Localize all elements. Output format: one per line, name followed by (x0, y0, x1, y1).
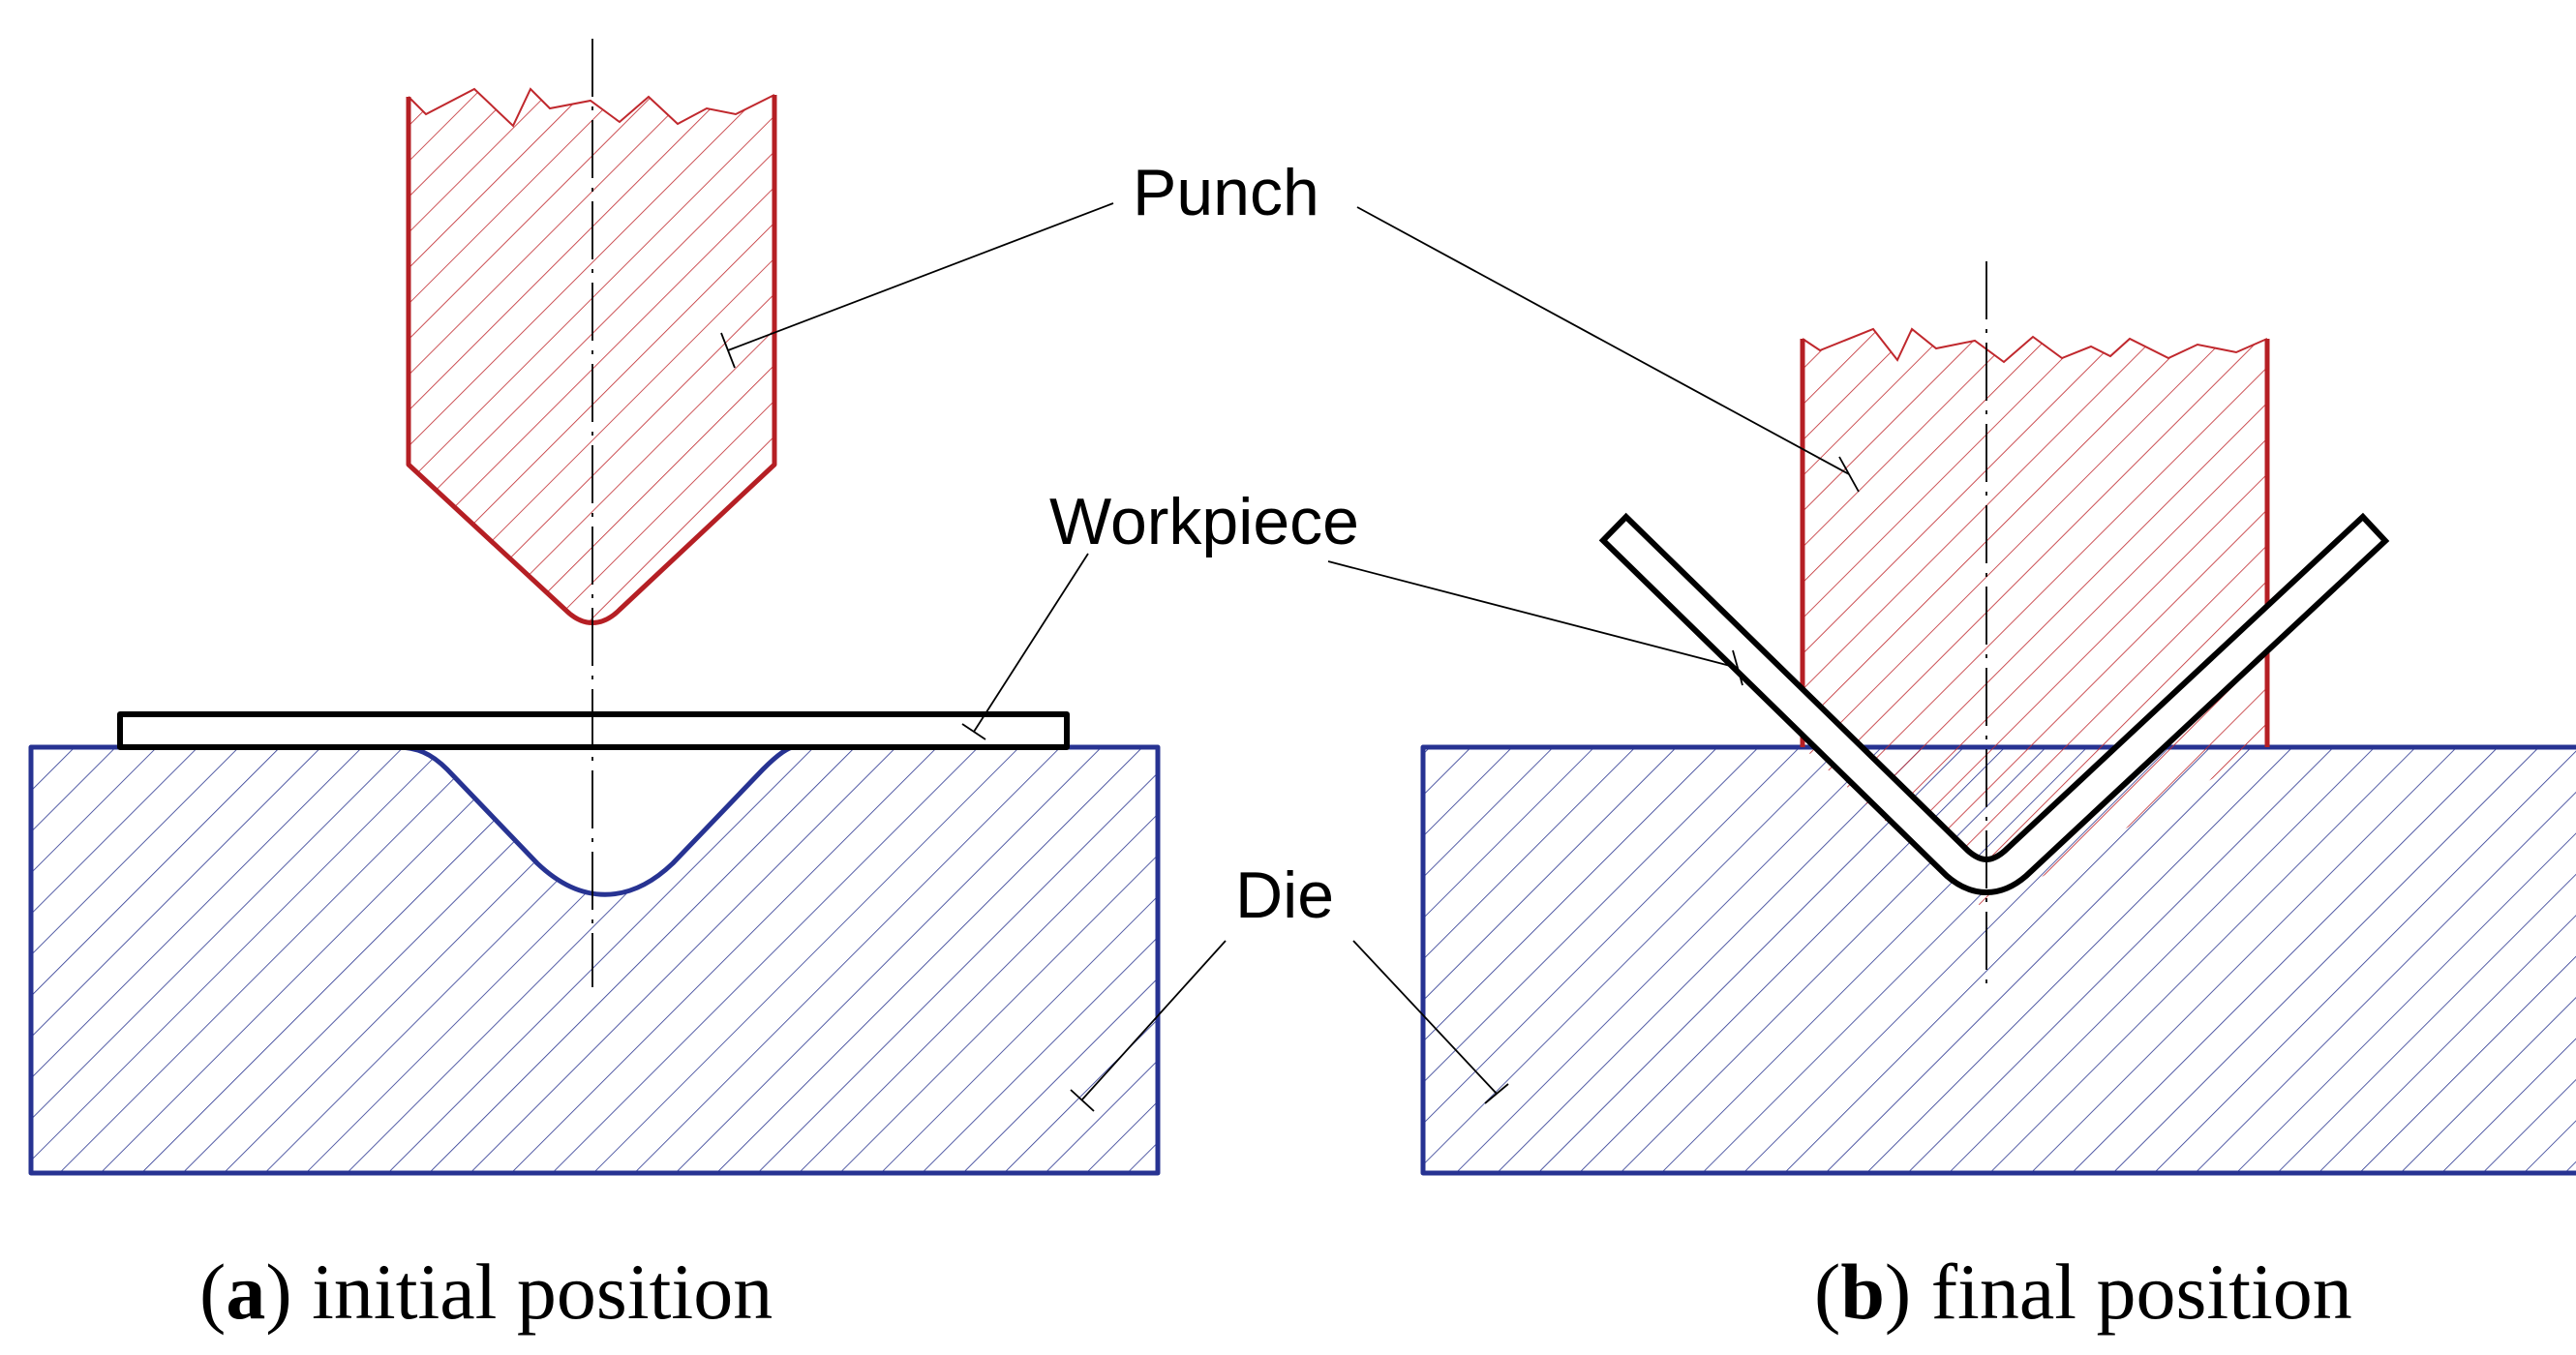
caption-b-letter: b (1840, 1248, 1885, 1336)
workpiece-label: Workpiece (1049, 485, 1359, 558)
caption-b: (b) final position (1814, 1248, 2352, 1336)
leaders (720, 202, 1860, 1112)
workpiece-a (117, 711, 1070, 750)
caption-a-text: initial position (312, 1248, 773, 1336)
caption-b-text: final position (1931, 1248, 2352, 1336)
punch-a (406, 87, 777, 625)
punch-label: Punch (1133, 156, 1319, 229)
panel-a (28, 39, 1161, 1176)
die-label: Die (1235, 858, 1334, 932)
caption-a: (a) initial position (199, 1248, 773, 1336)
die-a (28, 744, 1161, 1176)
panel-b (1420, 261, 2576, 1176)
punch-b (1800, 327, 2270, 910)
caption-a-letter: a (226, 1248, 265, 1336)
